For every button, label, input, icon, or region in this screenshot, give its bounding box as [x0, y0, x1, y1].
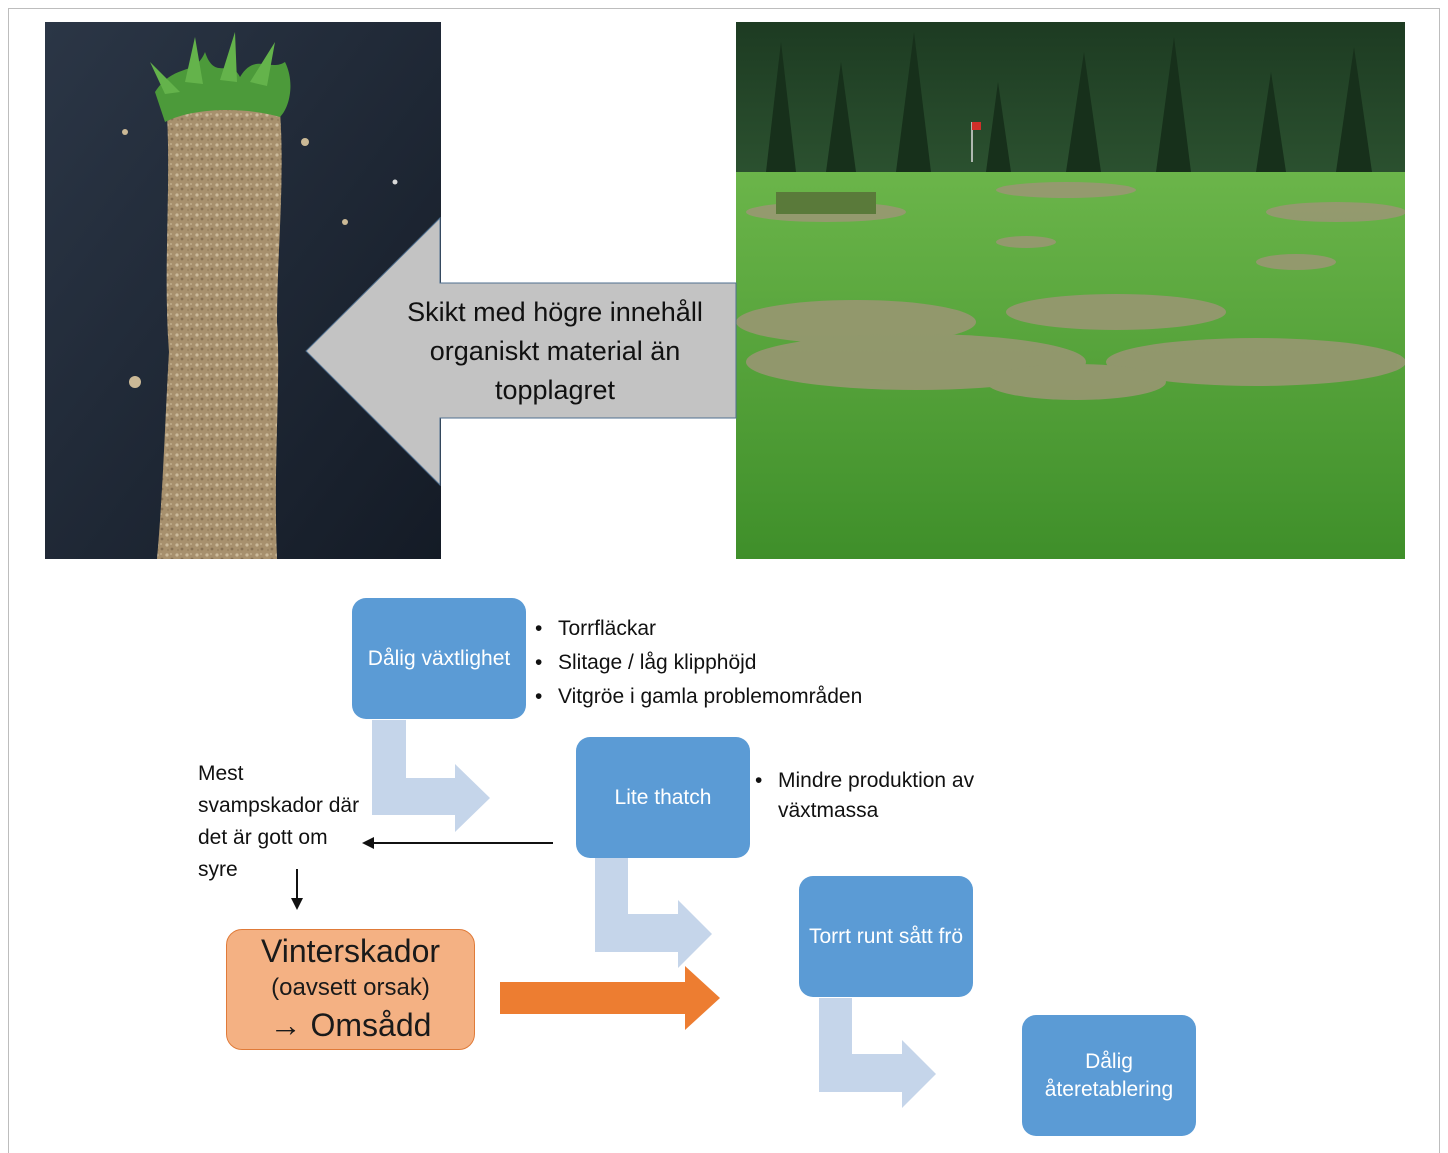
slide-frame [8, 8, 1440, 1153]
winter-title: Vinterskador [260, 933, 441, 969]
callout-line-3: topplagret [494, 375, 616, 405]
side-note: Mest svampskador där det är gott om syre [198, 762, 360, 881]
winter-result-text: Omsådd [310, 1007, 432, 1043]
bullet-item: Vitgröe i gamla problemområden [535, 680, 862, 714]
bullet-item: Mindre produktion av växtmassa [755, 766, 1025, 826]
right-arrow-icon: → [269, 1007, 302, 1043]
box2-bullet-list: Mindre produktion av växtmassa [755, 766, 1025, 826]
callout-line-1: Skikt med högre innehåll [407, 297, 703, 327]
bullet-item: Slitage / låg klipphöjd [535, 646, 862, 680]
box-dry-seed: Torrt runt sått frö [799, 876, 973, 997]
callout-arrow [305, 216, 737, 487]
fairway-photo [736, 22, 1405, 559]
box-little-thatch: Lite thatch [576, 737, 750, 858]
box1-bullet-list: Torrfläckar Slitage / låg klipphöjd Vitg… [535, 612, 862, 714]
winter-result: → Omsådd [227, 1005, 474, 1045]
callout-arrow-text: Skikt med högre innehåll organiskt mater… [370, 293, 740, 410]
box-poor-reestablishment: Dålig återetablering [1022, 1015, 1196, 1136]
winter-subtitle: (oavsett orsak) [271, 974, 430, 1001]
soil-core-photo [45, 22, 441, 559]
box-poor-growth: Dålig växtlighet [352, 598, 526, 719]
bullet-item: Torrfläckar [535, 612, 862, 646]
callout-line-2: organiskt material än [429, 336, 681, 366]
winter-damage-box: Vinterskador (oavsett orsak) → Omsådd [226, 929, 475, 1050]
